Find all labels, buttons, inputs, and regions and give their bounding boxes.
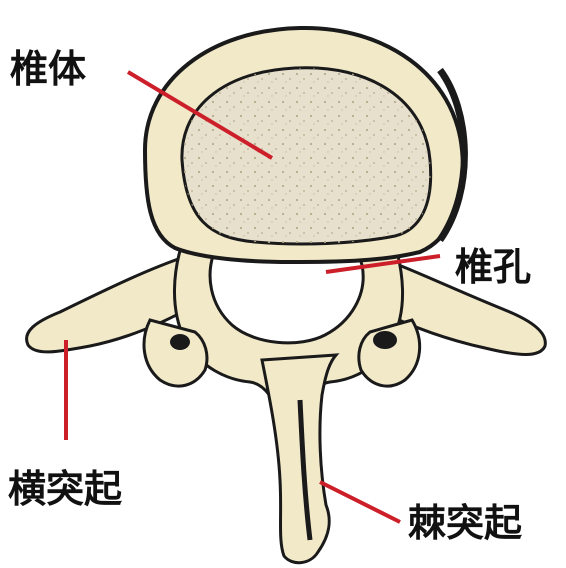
label-transverse-process: 横突起: [8, 467, 123, 511]
articular-facet-left: [170, 334, 190, 350]
spinous-process: [262, 355, 336, 563]
label-vertebral-foramen: 椎孔: [455, 245, 531, 289]
label-vertebral-body: 椎体: [10, 47, 86, 91]
leader-line-spinous-process: [320, 482, 400, 522]
label-spinous-process: 棘突起: [408, 501, 523, 545]
articular-facet-right: [373, 331, 397, 349]
cancellous-texture: [182, 68, 431, 244]
